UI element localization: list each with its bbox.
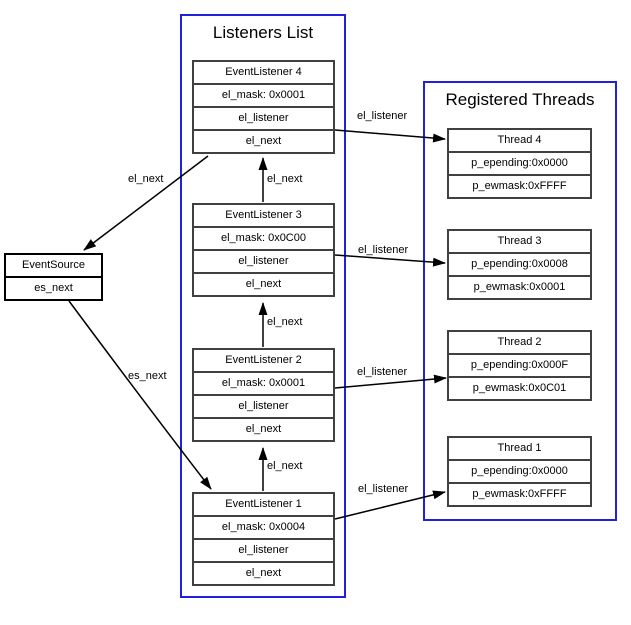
record-field-el-listener: el_listener [194,538,333,561]
record-field-p-ewmask: p_ewmask:0x0001 [449,275,590,298]
record-title: Thread 4 [449,130,590,151]
record-field-p-ewmask: p_ewmask:0x0C01 [449,376,590,399]
arrow-el2-listener-to-thread2 [334,374,447,389]
edge-label-el-listener: el_listener [357,110,408,122]
event-source-box: EventSource es_next [4,253,103,301]
record-field-el-mask: el_mask: 0x0001 [194,83,333,106]
record-field-el-next: el_next [194,417,333,440]
event-listener-3-box: EventListener 3 el_mask: 0x0C00 el_liste… [192,203,335,297]
edge-label-el-next: el_next [267,173,303,185]
listeners-list-title: Listeners List [212,23,314,42]
arrow-es-next-to-el1 [68,300,212,490]
arrow-el1-listener-to-thread1 [334,490,446,520]
record-title: Thread 1 [449,438,590,459]
record-title: EventSource [6,255,101,276]
edge-label-el-listener: el_listener [358,244,409,256]
record-title: EventListener 4 [194,62,333,83]
record-field-el-next: el_next [194,129,333,152]
record-title: Thread 3 [449,231,590,252]
arrow-el3-listener-to-thread3 [334,254,446,267]
record-field-el-mask: el_mask: 0x0C00 [194,226,333,249]
edge-label-el-listener: el_listener [357,366,408,378]
edge-label-es-next: es_next [128,370,167,382]
record-field-es-next: es_next [6,276,101,299]
event-listener-1-box: EventListener 1 el_mask: 0x0004 el_liste… [192,492,335,586]
edge-label-el-listener: el_listener [358,483,409,495]
registered-threads-group: Registered Threads [423,81,617,521]
record-field-p-epending: p_epending:0x000F [449,353,590,376]
edge-label-el-next: el_next [267,316,303,328]
edge-label-el-next: el_next [267,460,303,472]
thread-2-box: Thread 2 p_epending:0x000F p_ewmask:0x0C… [447,330,592,401]
record-field-el-mask: el_mask: 0x0004 [194,515,333,538]
record-title: Thread 2 [449,332,590,353]
thread-3-box: Thread 3 p_epending:0x0008 p_ewmask:0x00… [447,229,592,300]
record-field-el-listener: el_listener [194,106,333,129]
record-field-el-listener: el_listener [194,249,333,272]
registered-threads-title: Registered Threads [445,90,595,109]
event-listener-4-box: EventListener 4 el_mask: 0x0001 el_liste… [192,60,335,154]
record-field-p-ewmask: p_ewmask:0xFFFF [449,482,590,505]
event-listener-2-box: EventListener 2 el_mask: 0x0001 el_liste… [192,348,335,442]
record-field-el-listener: el_listener [194,394,333,417]
arrow-el4-listener-to-thread4 [334,129,446,143]
record-title: EventListener 2 [194,350,333,371]
record-field-el-next: el_next [194,561,333,584]
listeners-list-group: Listeners List [180,14,346,598]
thread-1-box: Thread 1 p_epending:0x0000 p_ewmask:0xFF… [447,436,592,507]
record-field-el-mask: el_mask: 0x0001 [194,371,333,394]
record-field-p-ewmask: p_ewmask:0xFFFF [449,174,590,197]
record-title: EventListener 1 [194,494,333,515]
thread-4-box: Thread 4 p_epending:0x0000 p_ewmask:0xFF… [447,128,592,199]
record-field-p-epending: p_epending:0x0000 [449,151,590,174]
edge-label-el-next: el_next [128,173,164,185]
record-title: EventListener 3 [194,205,333,226]
record-field-el-next: el_next [194,272,333,295]
record-field-p-epending: p_epending:0x0008 [449,252,590,275]
arrow-el4-next-to-eventsource [83,155,209,251]
record-field-p-epending: p_epending:0x0000 [449,459,590,482]
